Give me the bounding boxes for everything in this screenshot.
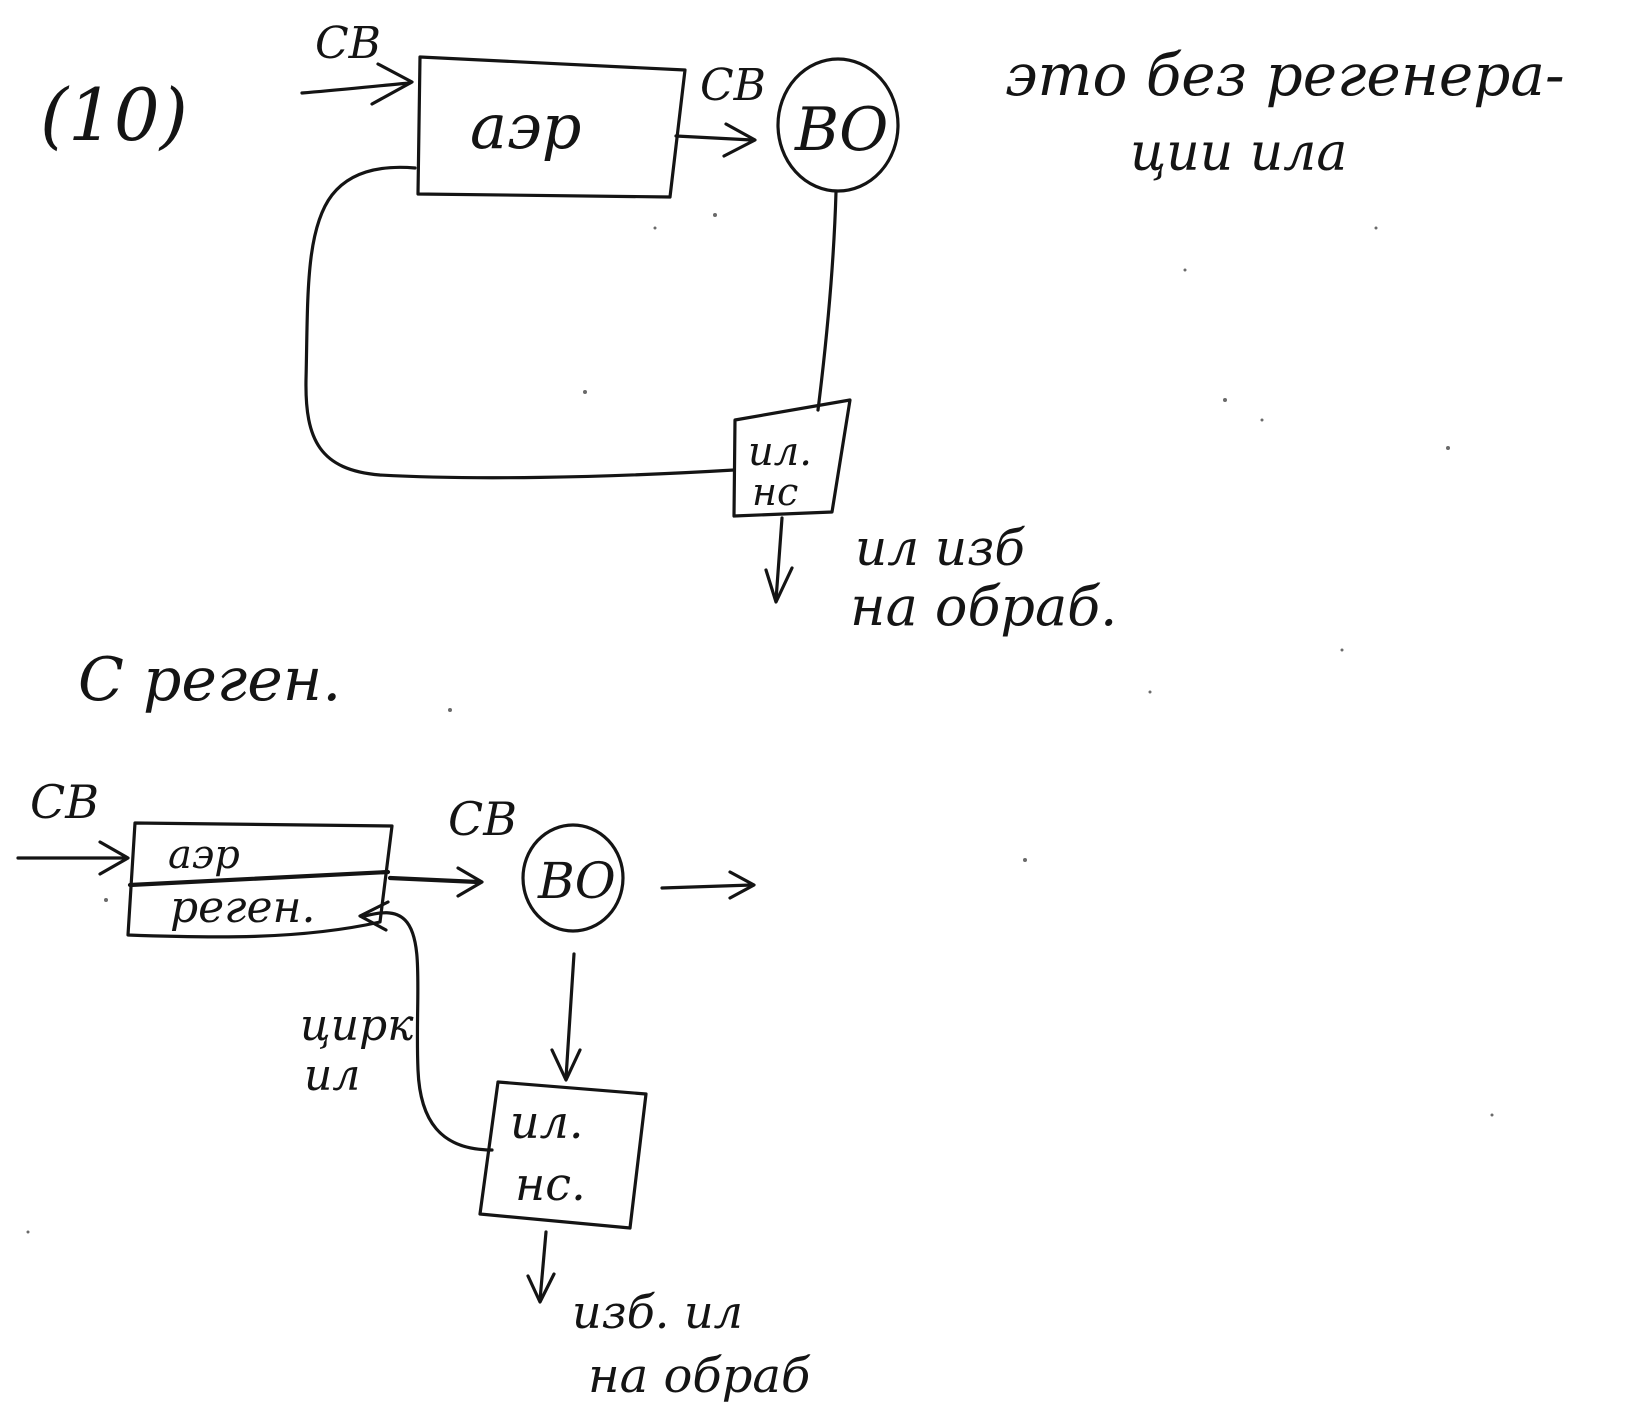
page-number: (10) [40, 73, 188, 157]
top-input-arrow [300, 62, 414, 106]
top-excess-label-1: ил изб [855, 519, 1025, 577]
bottom-circulating-sludge-arrow [358, 900, 494, 1152]
top-sludge-box-line1: ил. [748, 429, 812, 475]
bottom-sludge-box-line1: ил. [510, 1095, 584, 1149]
bottom-circ-label-2: ил [304, 1050, 360, 1101]
bottom-settler-outlet-arrow [660, 870, 756, 900]
bottom-regen-label: реген. [170, 882, 315, 933]
paper-specks [26, 213, 1494, 1234]
bottom-circ-label-1: цирк [300, 1000, 414, 1051]
top-settler-to-sludge-line [816, 190, 838, 412]
bottom-sludge-box-line2: нс. [515, 1157, 586, 1211]
top-return-sludge-loop [304, 165, 736, 480]
top-settler-circle [776, 57, 900, 193]
bottom-excess-arrow [526, 1230, 556, 1304]
bottom-settler-circle [521, 823, 625, 933]
bottom-sludge-box [478, 1080, 648, 1230]
bottom-settler-label: ВО [537, 852, 616, 910]
bottom-excess-label-2: на обраб [588, 1348, 811, 1404]
top-output-arrow [674, 122, 757, 158]
top-settler-label: ВО [794, 95, 888, 165]
top-aero-box [416, 55, 687, 199]
bottom-excess-label-1: изб. ил [572, 1285, 743, 1339]
bottom-aero-label: аэр [168, 832, 240, 878]
top-output-label: СВ [700, 60, 766, 111]
bottom-aero-regen-divider [127, 869, 391, 888]
note-line-1: это без регенера- [1005, 41, 1565, 109]
top-aero-box-label: аэр [470, 90, 581, 163]
bottom-output-arrow [387, 866, 484, 898]
bottom-input-arrow [16, 840, 130, 876]
top-excess-arrow [764, 516, 794, 604]
top-excess-label-2: на обраб. [850, 575, 1117, 638]
section-title: С реген. [78, 645, 341, 715]
note-line-2: ции ила [1130, 123, 1347, 183]
bottom-settler-to-sludge-arrow [550, 952, 582, 1082]
bottom-input-label: СВ [30, 775, 99, 829]
bottom-output-label: СВ [448, 792, 517, 846]
top-sludge-box-line2: нс [752, 470, 798, 514]
top-input-label: СВ [315, 18, 381, 69]
top-sludge-box [732, 398, 852, 518]
